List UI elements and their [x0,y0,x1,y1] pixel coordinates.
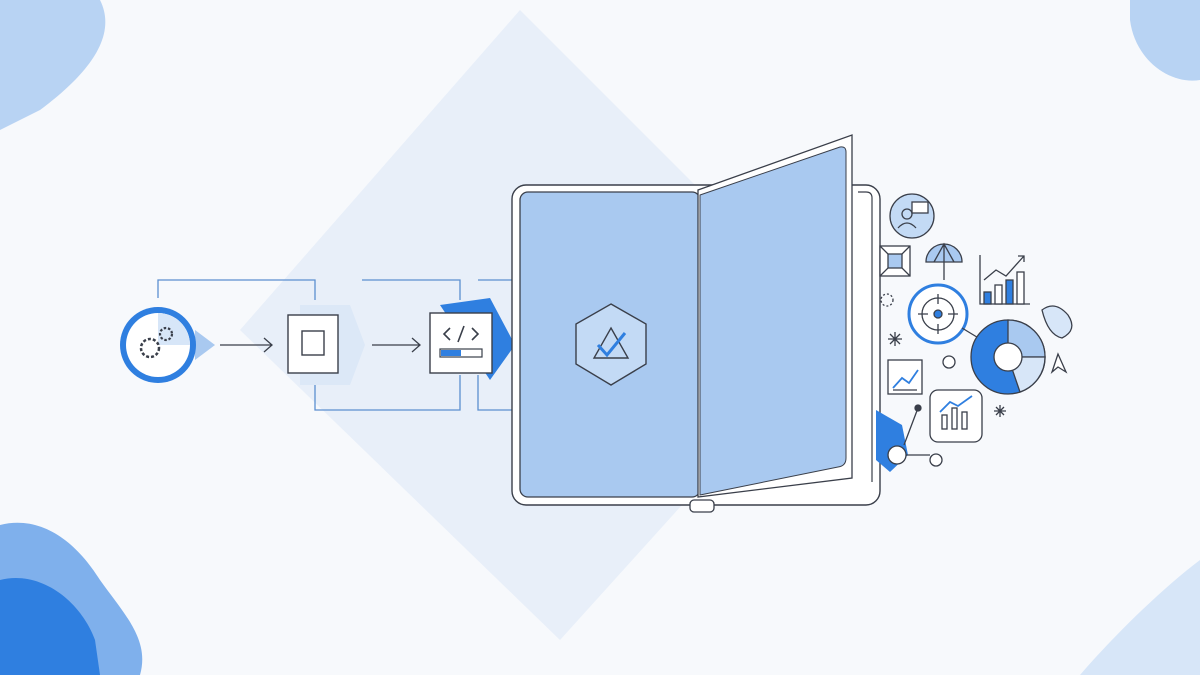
dot-icon [942,355,956,369]
donut-chart-icon [970,319,1046,395]
presenter-icon [889,193,935,239]
line-chart-icon [887,359,923,395]
corner-blob-bottom-left-dark [0,578,100,675]
sparkle-icon [880,293,1006,417]
square-icon [287,305,365,385]
node-tag-icon [876,404,943,472]
umbrella-chart-icon [925,242,963,280]
check-hexagon-icon [575,303,647,386]
bar-chart-icon [979,255,1030,305]
corner-blob-top-left [0,0,106,130]
code-progress-icon [429,298,515,380]
gears-icon [120,307,215,383]
envelope-icon [879,245,911,277]
open-book-icon [511,134,881,513]
cursor-icon [1050,352,1068,374]
corner-blob-bottom-right [1080,560,1200,675]
handshake-icon [1041,305,1073,339]
corner-blob-top-right [1130,0,1200,81]
target-icon [907,283,991,346]
analytics-card-icon [929,389,983,443]
